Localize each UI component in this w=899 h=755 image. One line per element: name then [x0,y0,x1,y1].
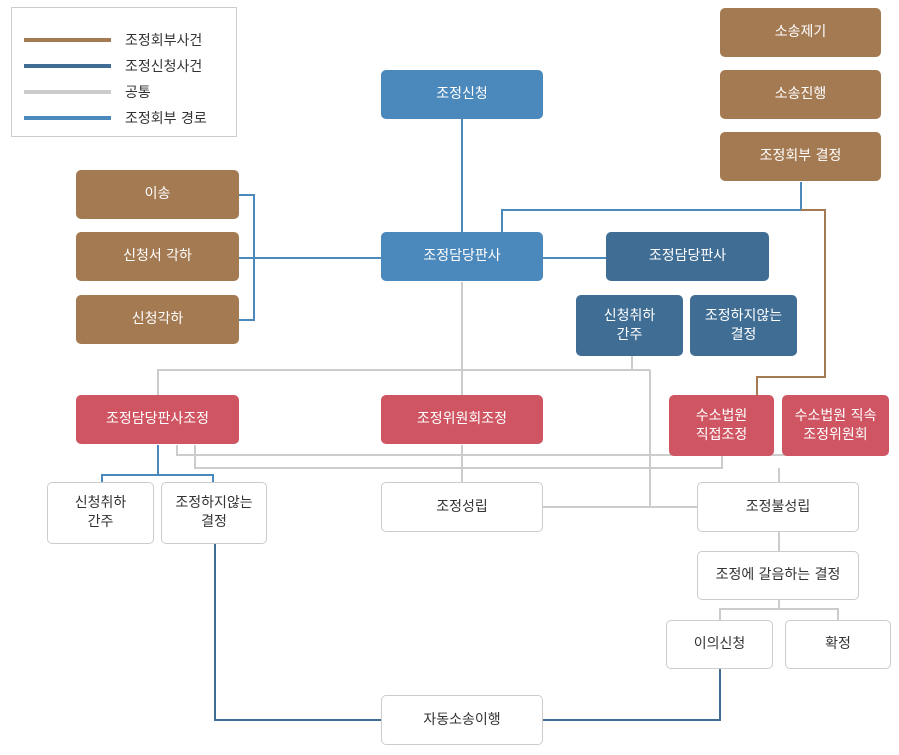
node-petition-reject: 신청서 각하 [76,232,239,281]
legend-item-common: 공통 [24,82,151,102]
legend-item-referral-path: 조정회부 경로 [24,108,207,128]
node-no-mediation-right: 조정하지않는 결정 [690,295,797,356]
legend-swatch [24,90,111,94]
node-court-committee: 수소법원 직속 조정위원회 [782,395,889,456]
node-objection: 이의신청 [666,620,773,669]
node-apply: 조정신청 [381,70,543,119]
legend-label: 조정회부사건 [125,33,203,49]
legend: 조정회부사건 조정신청사건 공통 조정회부 경로 [11,7,237,137]
node-litigation: 자동소송이행 [381,695,543,745]
node-judge-main: 조정담당판사 [381,232,543,281]
node-judge-right: 조정담당판사 [606,232,769,281]
legend-label: 조정회부 경로 [125,111,207,127]
legend-label: 조정신청사건 [125,59,203,75]
node-court-direct: 수소법원 직접조정 [669,395,774,456]
legend-label: 공통 [125,85,151,101]
node-final: 확정 [785,620,891,669]
node-lawsuit-filed: 소송제기 [720,8,881,57]
legend-swatch [24,38,111,42]
legend-item-applied: 조정신청사건 [24,56,202,76]
node-withdraw-left: 신청취하 간주 [47,482,154,544]
node-referral-decision: 조정회부 결정 [720,132,881,181]
legend-swatch [24,64,111,68]
node-judge-mediation: 조정담당판사조정 [76,395,239,444]
legend-swatch [24,116,111,120]
node-settled: 조정성립 [381,482,543,532]
node-lawsuit-proceed: 소송진행 [720,70,881,119]
node-committee-mediation: 조정위원회조정 [381,395,543,444]
legend-item-referred: 조정회부사건 [24,30,202,50]
node-transfer: 이송 [76,170,239,219]
node-equiv-decision: 조정에 갈음하는 결정 [697,551,859,600]
node-not-settled: 조정불성립 [697,482,859,532]
node-withdraw-right: 신청취하 간주 [576,295,683,356]
node-apply-reject: 신청각하 [76,295,239,344]
node-no-mediation-left: 조정하지않는 결정 [161,482,267,544]
